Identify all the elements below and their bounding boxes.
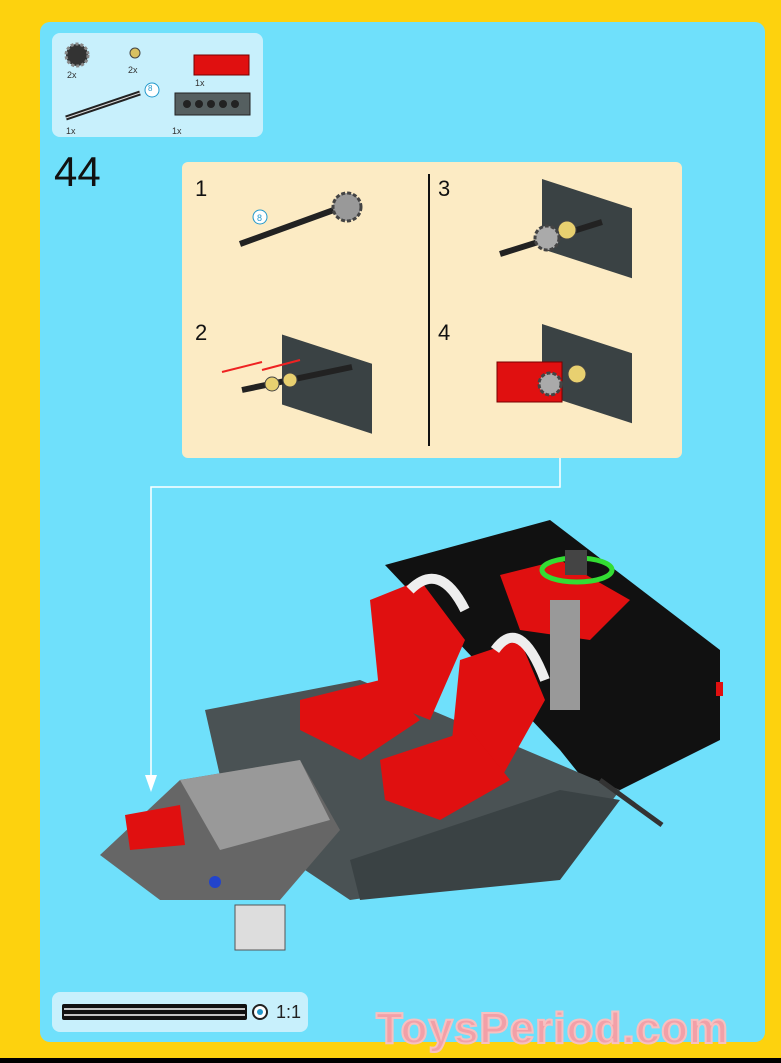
- axle-length-badge: [144, 82, 160, 98]
- parts-list: 2x 2x 1x 1x 8 1x: [52, 33, 263, 137]
- substep-label: 1: [195, 176, 208, 201]
- qty: 1x: [195, 78, 205, 88]
- qty: 2x: [67, 70, 77, 80]
- axle-scale-icon: [62, 1004, 268, 1020]
- substep-2-illustration: [221, 334, 372, 434]
- seat-left: [370, 580, 465, 720]
- qty: 1x: [66, 126, 76, 136]
- scale-ruler: 1:1: [52, 992, 308, 1032]
- gear-icon: [64, 42, 90, 68]
- qty: 2x: [128, 65, 138, 75]
- axle-badge: 8: [257, 213, 262, 223]
- scale-label: 1:1: [276, 1002, 302, 1022]
- step-number: 44: [54, 148, 101, 195]
- parts-illustration: [64, 42, 251, 121]
- divider: [428, 174, 430, 446]
- substep-3-illustration: [499, 178, 632, 279]
- substep-1-illustration: 8: [238, 191, 363, 247]
- callout-connector: [150, 458, 561, 780]
- substep-illustrations: 8: [221, 178, 632, 434]
- substep-label: 3: [438, 176, 451, 201]
- substep-4-illustration: [496, 323, 632, 424]
- watermark: ToysPeriod.com: [375, 1003, 730, 1054]
- substep-label: 4: [438, 320, 451, 345]
- bushing-icon: [129, 47, 141, 59]
- red-brick-icon: [193, 54, 250, 76]
- arrow-icon: [145, 775, 157, 792]
- substep-label: 2: [195, 320, 208, 345]
- substep-callout: 1 2 3 4 8: [182, 162, 682, 458]
- axle-length: 8: [148, 84, 153, 93]
- qty: 1x: [172, 126, 182, 136]
